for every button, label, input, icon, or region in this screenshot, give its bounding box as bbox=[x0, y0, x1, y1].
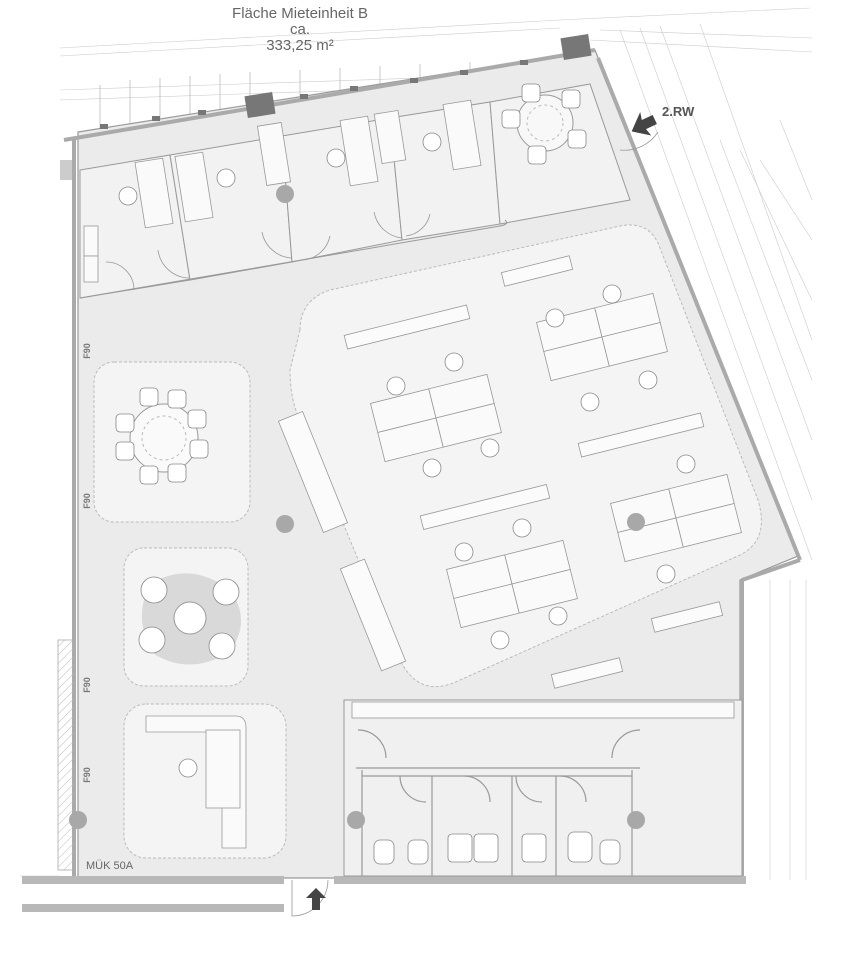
office-corridor-edge bbox=[79, 219, 508, 299]
wall-hatch bbox=[57, 639, 75, 871]
reception-desk bbox=[205, 729, 241, 809]
area-title-line3: 333,25 m² bbox=[266, 37, 334, 54]
bottom-wall-right bbox=[334, 876, 746, 884]
context-lines bbox=[20, 7, 813, 880]
area-title-line1: Fläche Mieteinheit B bbox=[232, 5, 368, 22]
round-table-top bbox=[501, 83, 587, 165]
fire-rating-label: F90 bbox=[81, 343, 92, 359]
escape-route-label: 2.RW bbox=[662, 104, 695, 119]
shaft-label: MÜK 50A bbox=[86, 860, 134, 872]
wc-partitions bbox=[356, 729, 641, 876]
office-doors bbox=[105, 211, 431, 291]
area-title: Fläche Mieteinheit B ca. 333,25 m² bbox=[210, 6, 390, 54]
sanitary-fixtures bbox=[373, 831, 621, 865]
columns bbox=[69, 185, 645, 829]
area-title-line2: ca. bbox=[289, 21, 310, 38]
shaft-box bbox=[60, 160, 72, 180]
office-desks bbox=[83, 99, 482, 283]
desk-islands bbox=[370, 292, 742, 629]
big-round-table bbox=[115, 387, 209, 485]
sideboards bbox=[277, 255, 724, 689]
coffee-table bbox=[173, 601, 207, 635]
open-space-chairs bbox=[386, 284, 696, 650]
entrance-arrow-icon bbox=[306, 888, 326, 910]
escape-arrow-icon bbox=[631, 111, 657, 136]
wc-cabinets bbox=[351, 701, 735, 719]
fire-rating-label: F90 bbox=[81, 677, 92, 693]
reception-chair bbox=[178, 758, 198, 778]
armchairs bbox=[138, 576, 240, 660]
office-chairs bbox=[118, 132, 442, 206]
riser-2 bbox=[560, 33, 592, 61]
fire-rating-label: F90 bbox=[81, 493, 92, 509]
bottom-wall-left-lower bbox=[22, 904, 284, 912]
fire-rating-label: F90 bbox=[81, 767, 92, 783]
riser-1 bbox=[244, 91, 276, 119]
bottom-wall-left bbox=[22, 876, 284, 884]
escape-door bbox=[619, 131, 659, 151]
